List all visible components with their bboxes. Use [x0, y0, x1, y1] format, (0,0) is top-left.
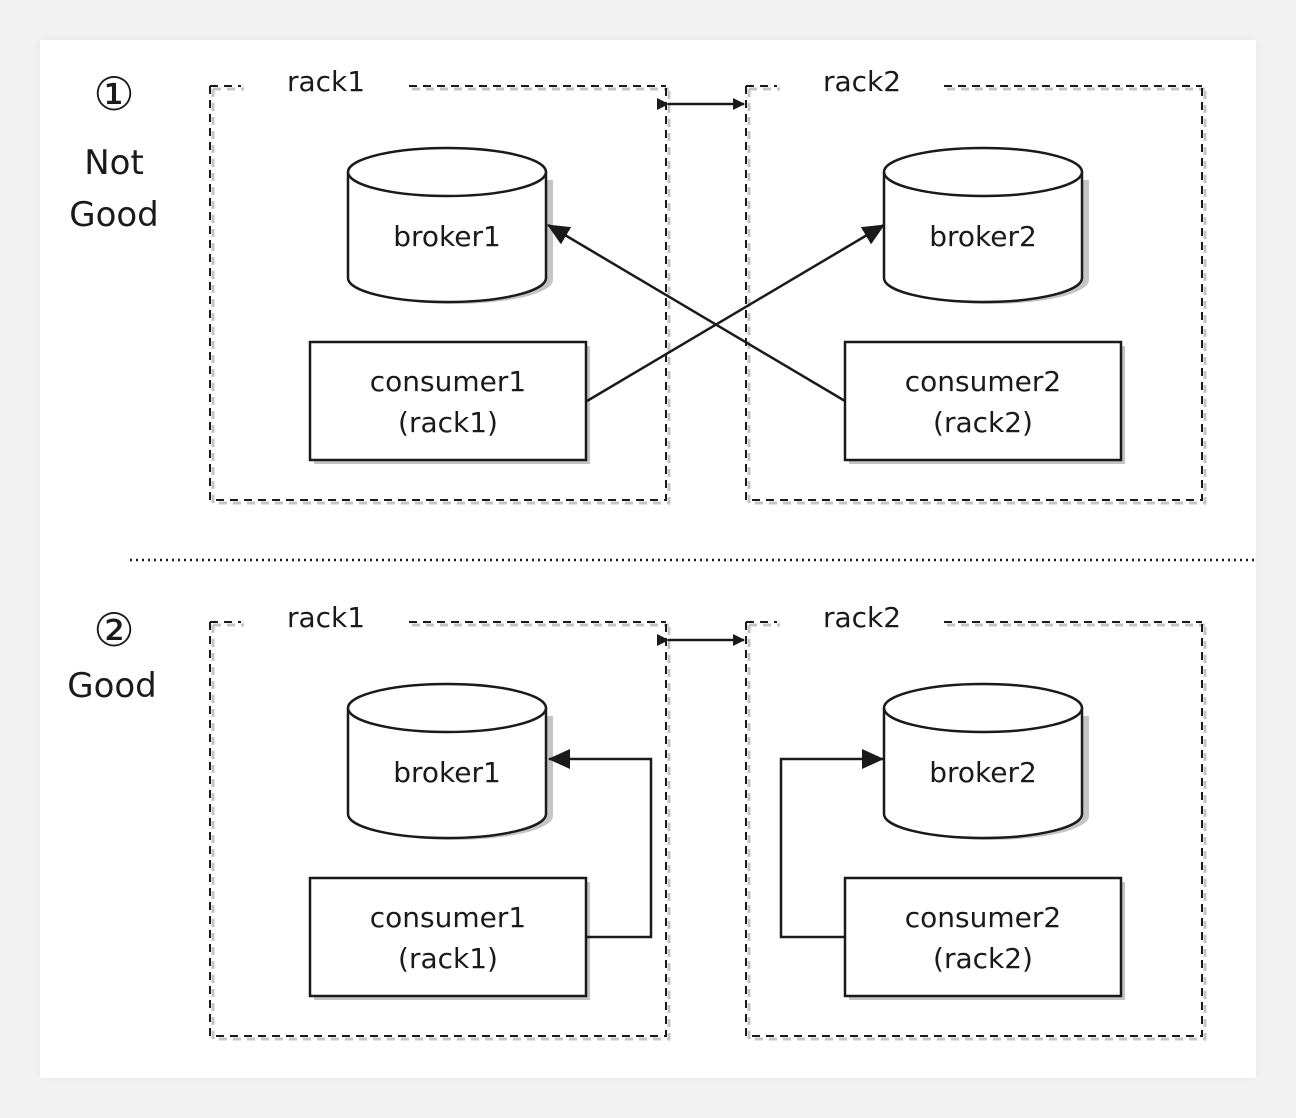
consumer-box: consumer2 (rack2) — [843, 876, 1125, 1000]
fetch-arrow — [779, 749, 884, 939]
broker-label: broker1 — [393, 756, 501, 789]
broker-label: broker2 — [929, 756, 1037, 789]
section-number: ② — [93, 603, 134, 657]
broker-label: broker2 — [929, 220, 1037, 253]
consumer-box: consumer1 (rack1) — [308, 876, 590, 1000]
section-label-line: Not — [84, 143, 144, 183]
consumer-rack: (rack2) — [933, 942, 1033, 975]
consumer-name: consumer2 — [905, 901, 1061, 934]
rack-zone: rack1 — [209, 65, 671, 505]
fetch-arrow — [547, 223, 846, 403]
consumer-rack: (rack1) — [398, 942, 498, 975]
section-label-line: Good — [69, 195, 159, 235]
consumer-box: consumer1 (rack1) — [308, 340, 590, 464]
rack-label: rack1 — [287, 601, 365, 634]
broker-label: broker1 — [393, 220, 501, 253]
consumer-name: consumer2 — [905, 365, 1061, 398]
broker-cylinder: broker2 — [882, 146, 1089, 304]
rack-zone: rack2 — [745, 601, 1207, 1041]
section-label-line: Good — [67, 666, 157, 706]
rack-zone: rack1 — [209, 601, 671, 1041]
rack-zone: rack2 — [745, 65, 1207, 505]
broker-cylinder: broker1 — [346, 146, 553, 304]
consumer-rack: (rack1) — [398, 406, 498, 439]
fetch-arrow — [548, 749, 653, 939]
broker-cylinder: broker1 — [346, 682, 553, 840]
consumer-rack: (rack2) — [933, 406, 1033, 439]
section-good: ② Good rack1 rack2 broker1 broke — [67, 601, 1207, 1041]
rack-label: rack2 — [823, 601, 901, 634]
consumer-box: consumer2 (rack2) — [843, 340, 1125, 464]
fetch-arrow — [586, 223, 885, 403]
section-number: ① — [93, 67, 134, 121]
rack-label: rack2 — [823, 65, 901, 98]
consumer-name: consumer1 — [370, 365, 526, 398]
rack-label: rack1 — [287, 65, 365, 98]
section-not-good: ① Not Good rack1 rack2 broker1 — [69, 65, 1207, 505]
broker-cylinder: broker2 — [882, 682, 1089, 840]
consumer-name: consumer1 — [370, 901, 526, 934]
